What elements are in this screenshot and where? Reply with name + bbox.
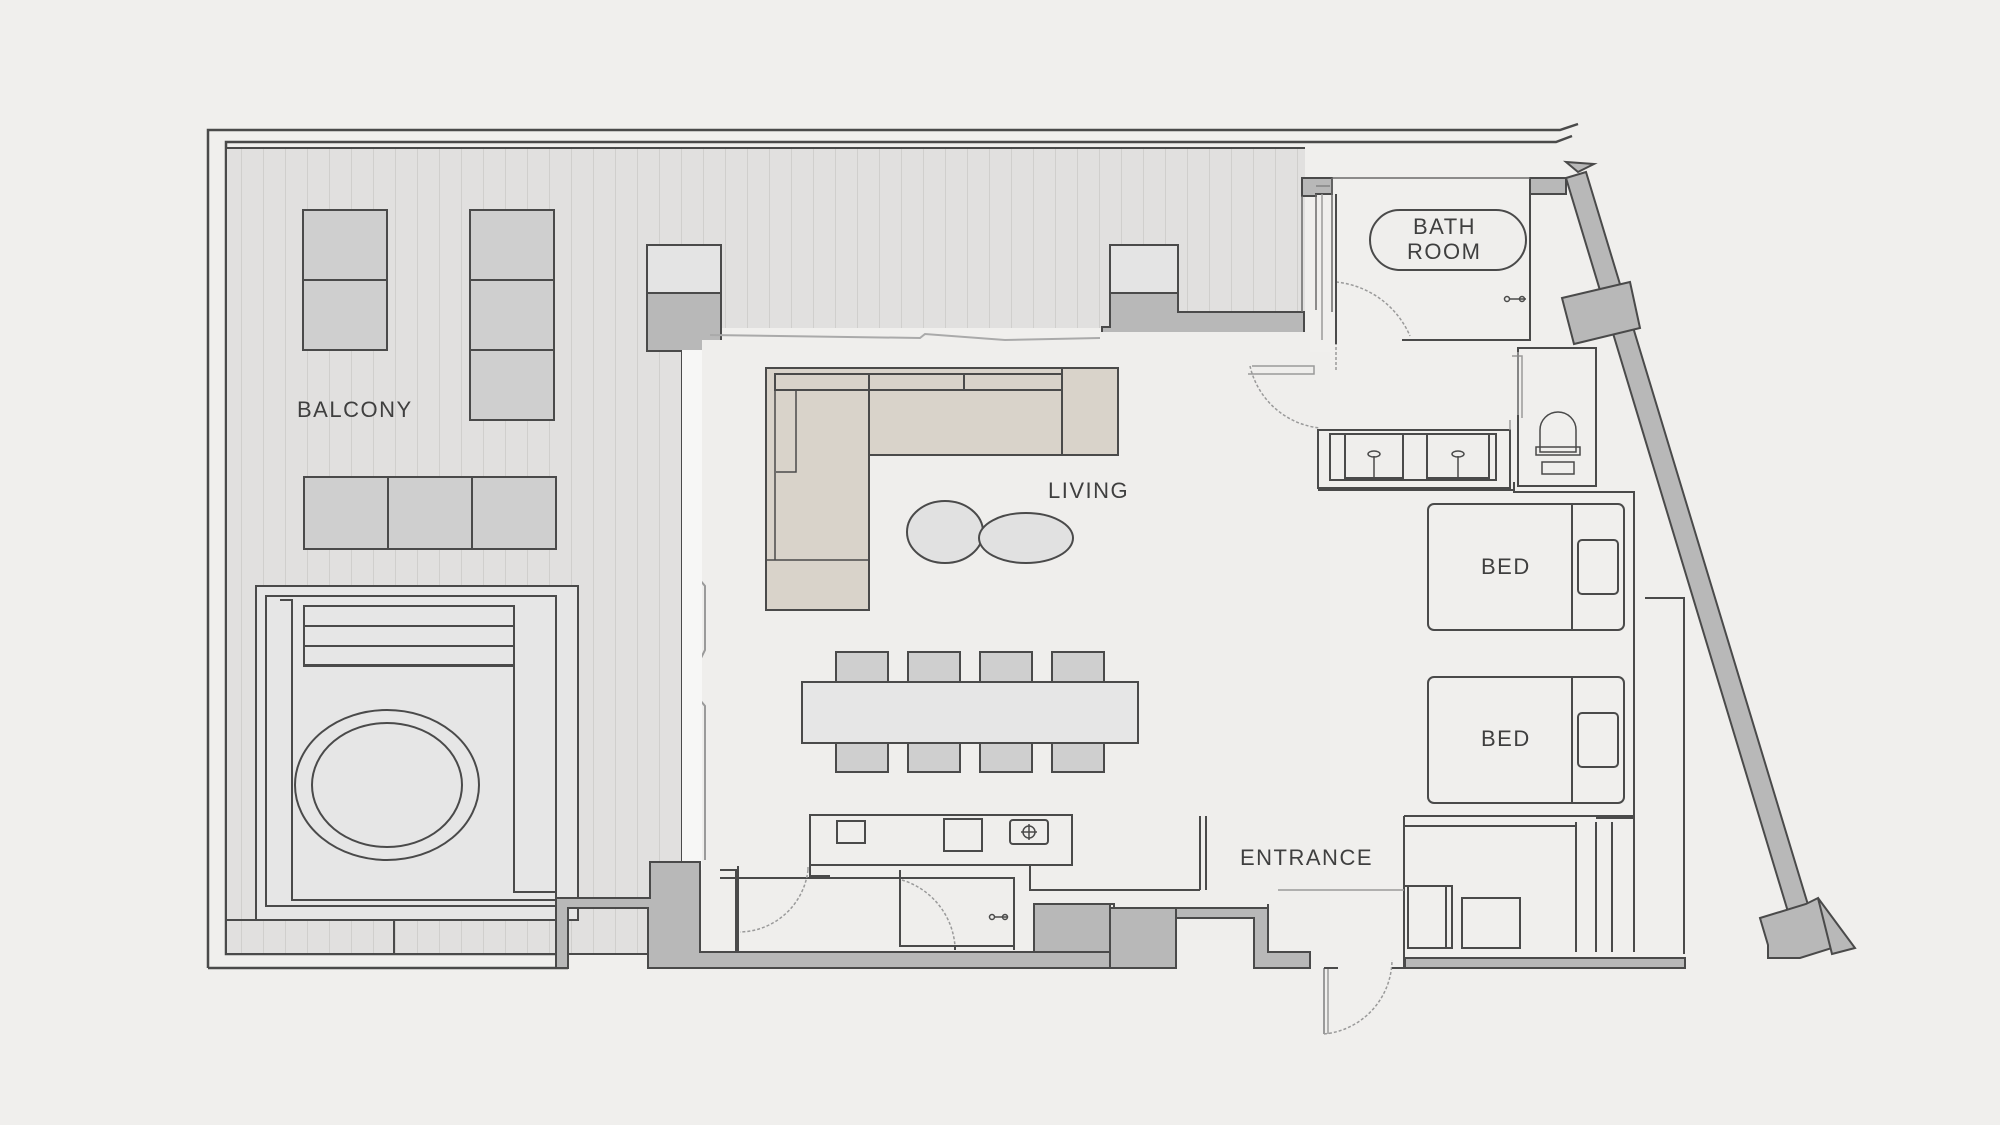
door-handle-icon bbox=[1503, 295, 1526, 303]
room-label-living: LIVING bbox=[1048, 478, 1129, 503]
room-label-bed-lower: BED bbox=[1481, 726, 1531, 751]
room-label-bath-2: ROOM bbox=[1407, 239, 1481, 264]
kitchen bbox=[809, 814, 1201, 891]
diagonal-wall bbox=[1560, 170, 1857, 959]
bed-upper bbox=[1427, 503, 1625, 631]
bed-lower bbox=[1427, 676, 1625, 804]
storage bbox=[720, 866, 1015, 952]
door-handle-icon bbox=[988, 913, 1009, 921]
dining-set bbox=[801, 651, 1139, 773]
faucet-icon bbox=[1367, 450, 1465, 478]
ottomans bbox=[906, 500, 1074, 564]
bench bbox=[303, 476, 557, 550]
room-label-entrance: ENTRANCE bbox=[1240, 845, 1373, 870]
closets bbox=[1403, 815, 1635, 952]
cooktop-icon bbox=[1021, 824, 1037, 840]
lounger-right bbox=[469, 209, 555, 421]
bath-walls bbox=[1301, 177, 1567, 197]
room-label-bed-upper: BED bbox=[1481, 554, 1531, 579]
balcony-area bbox=[206, 122, 1579, 970]
sectional-sofa bbox=[765, 367, 1119, 611]
dining-table bbox=[801, 681, 1139, 744]
lounger-left bbox=[302, 209, 388, 351]
room-label-bath-1: BATH bbox=[1413, 214, 1476, 239]
bath-room bbox=[1248, 194, 1531, 429]
hot-tub bbox=[226, 585, 579, 954]
bathtub bbox=[1369, 209, 1527, 271]
toilet-icon bbox=[1535, 411, 1581, 475]
room-label-balcony: BALCONY bbox=[297, 397, 413, 422]
toilet-room bbox=[1517, 347, 1597, 487]
vanity bbox=[1317, 355, 1523, 491]
